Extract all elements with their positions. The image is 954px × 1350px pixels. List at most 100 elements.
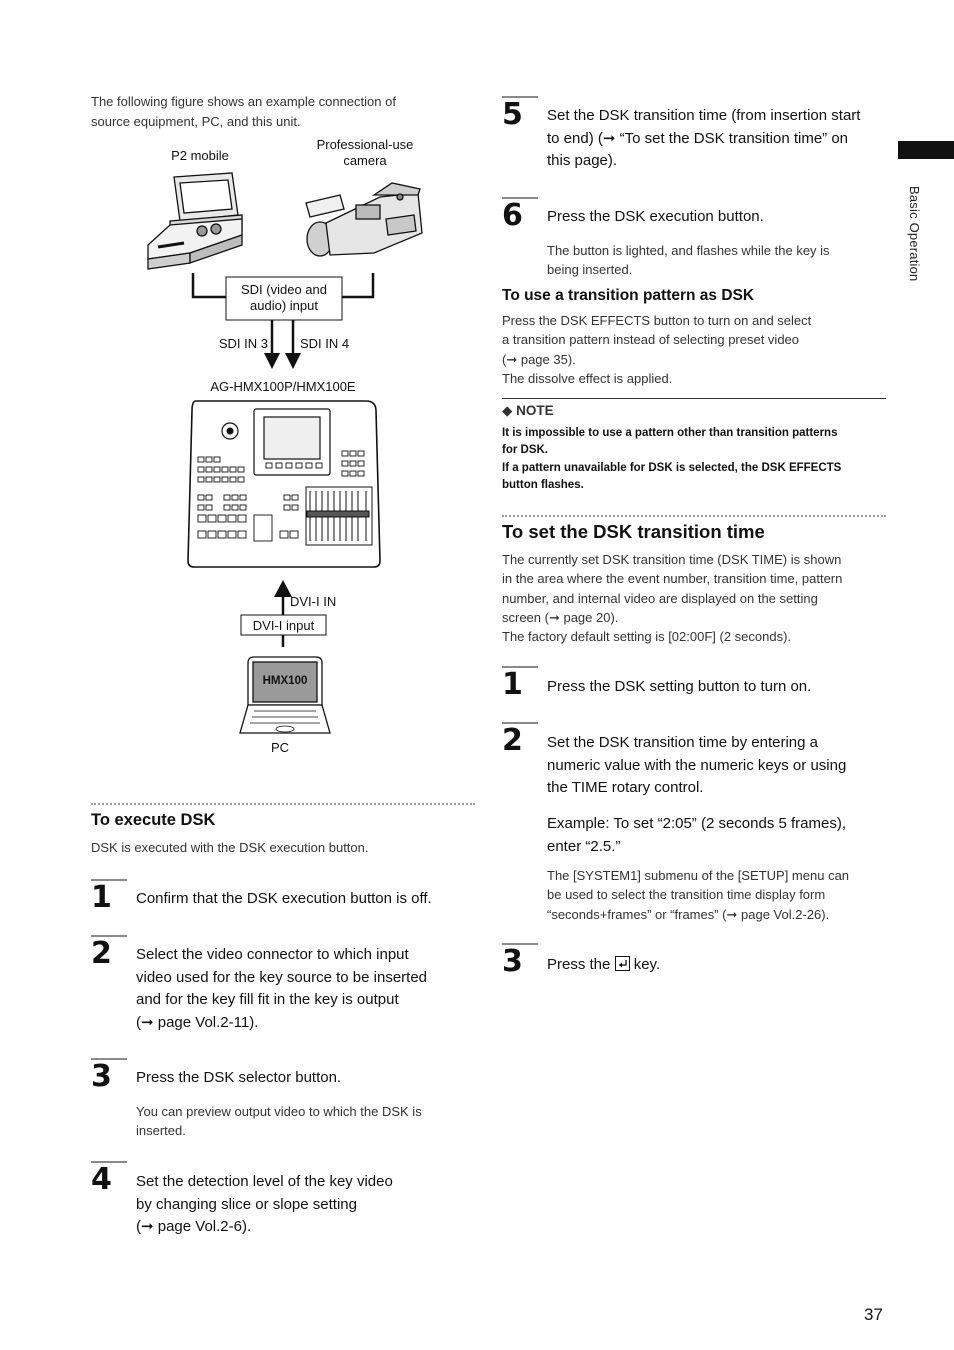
step-example: Example: To set “2:05” (2 seconds 5 fram… xyxy=(547,813,892,858)
step-note-line: be used to select the transition time di… xyxy=(547,887,826,903)
example-line: enter “2.5.” xyxy=(547,837,621,855)
step-line: video used for the key source to be inse… xyxy=(136,968,428,986)
unit-button-grid xyxy=(197,450,365,542)
note-line: for DSK. xyxy=(502,444,548,457)
step-number: 1 xyxy=(91,880,112,915)
intro-line: The following figure shows an example co… xyxy=(91,94,396,109)
sdi-box-label: SDI (video and audio) input xyxy=(226,282,342,314)
step-text: Press the DSK setting button to turn on. xyxy=(547,676,892,699)
intro-line: source equipment, PC, and this unit. xyxy=(91,114,301,129)
step-note-line: The button is lighted, and flashes while… xyxy=(547,243,830,258)
step-number: 3 xyxy=(91,1059,112,1094)
step-line: Set the DSK transition time (from insert… xyxy=(547,107,861,124)
enter-key-icon xyxy=(614,956,630,971)
step-rule xyxy=(502,197,538,199)
note-title: ◆ NOTE xyxy=(502,403,554,418)
step-rule xyxy=(502,666,538,668)
note-paragraph: It is impossible to use a pattern other … xyxy=(502,425,887,494)
transition-line: The factory default setting is [02:00F] … xyxy=(502,629,792,645)
sdi-connection-lines xyxy=(191,273,375,355)
step-line: Press the DSK setting button to turn on. xyxy=(547,678,812,695)
step-text-before: Press the xyxy=(547,956,611,973)
sdi-in4-arrow xyxy=(285,353,301,369)
section-divider xyxy=(502,515,886,517)
step-text: Press the DSK execution button. xyxy=(547,206,892,229)
step-line: and for the key fill fit in the key is o… xyxy=(136,991,399,1008)
step-note-line: You can preview output video to which th… xyxy=(136,1104,422,1119)
note-rule xyxy=(502,398,886,399)
sdi-box-line: SDI (video and xyxy=(241,282,327,297)
step-text: Set the DSK transition time (from insert… xyxy=(547,105,892,173)
sdi-in4-label: SDI IN 4 xyxy=(300,336,350,351)
page-number: 37 xyxy=(864,1305,883,1324)
pattern-line: (➞ page 35). xyxy=(502,351,576,367)
pattern-line: a transition pattern instead of selectin… xyxy=(502,332,800,348)
transition-line: The currently set DSK transition time (D… xyxy=(502,552,842,567)
example-line: Example: To set “2:05” (2 seconds 5 fram… xyxy=(547,815,847,832)
unit-model-label: AG-HMX100P/HMX100E xyxy=(210,379,356,394)
step-rule xyxy=(91,935,127,937)
section-divider xyxy=(91,803,475,805)
step-number: 2 xyxy=(91,936,112,971)
step-line: Press the DSK execution button. xyxy=(547,208,764,225)
transition-paragraph: The currently set DSK transition time (D… xyxy=(502,550,887,646)
step-rule xyxy=(502,943,538,945)
pc-screen-label: HMX100 xyxy=(262,675,308,687)
step-text: Press the key. xyxy=(547,954,892,977)
step-rule xyxy=(502,96,538,98)
step-line: (➞ page Vol.2-11). xyxy=(136,1013,259,1031)
step-number: 4 xyxy=(91,1162,112,1197)
pc-label: PC xyxy=(270,740,290,755)
step-line: this page). xyxy=(547,152,618,169)
step-text-after: key. xyxy=(633,956,661,973)
step-number: 3 xyxy=(502,944,523,979)
step-text: Select the video connector to which inpu… xyxy=(136,944,476,1034)
pc-laptop-illustration xyxy=(239,656,331,734)
step-note-line: “seconds+frames” or “frames” (➞ page Vol… xyxy=(547,906,830,922)
step-number: 6 xyxy=(502,198,523,233)
note-line: If a pattern unavailable for DSK is sele… xyxy=(502,461,842,474)
camera-illustration xyxy=(305,182,423,257)
transition-heading: To set the DSK transition time xyxy=(502,521,765,542)
dvi-in-label: DVI-I IN xyxy=(290,594,337,609)
step-line: Set the DSK transition time by entering … xyxy=(547,734,818,751)
step-line: Confirm that the DSK execution button is… xyxy=(136,890,432,907)
step-text: Set the DSK transition time by entering … xyxy=(547,732,892,800)
step-line: to end) (➞ “To set the DSK transition ti… xyxy=(547,129,849,147)
sdi-in3-label: SDI IN 3 xyxy=(218,336,268,351)
p2-mobile-illustration xyxy=(147,172,243,270)
execute-heading: To execute DSK xyxy=(91,811,216,829)
step-line: Press the DSK selector button. xyxy=(136,1069,342,1086)
execute-description: DSK is executed with the DSK execution b… xyxy=(91,840,369,855)
intro-paragraph: The following figure shows an example co… xyxy=(91,92,461,132)
step-note-line: inserted. xyxy=(136,1123,186,1139)
transition-line: in the area where the event number, tran… xyxy=(502,571,843,587)
pattern-paragraph: Press the DSK EFFECTS button to turn on … xyxy=(502,311,887,388)
connection-diagram xyxy=(147,172,423,734)
step-rule xyxy=(502,722,538,724)
step-text: Set the detection level of the key video… xyxy=(136,1171,476,1239)
step-line: numeric value with the numeric keys or u… xyxy=(547,756,847,774)
step-note-line: being inserted. xyxy=(547,262,633,278)
step-number: 5 xyxy=(502,97,523,132)
step-line: Select the video connector to which inpu… xyxy=(136,946,409,963)
sdi-box-line: audio) input xyxy=(250,298,318,313)
note-line: It is impossible to use a pattern other … xyxy=(502,427,838,439)
step-rule xyxy=(91,1058,127,1060)
step-rule xyxy=(91,879,127,881)
section-tab-marker xyxy=(898,141,954,159)
step-note: The [SYSTEM1] submenu of the [SETUP] men… xyxy=(547,866,892,924)
side-section-label: Basic Operation xyxy=(907,186,922,282)
sdi-in3-arrow xyxy=(264,353,280,369)
camera-label-line: camera xyxy=(343,153,387,168)
pattern-line: The dissolve effect is applied. xyxy=(502,370,673,386)
camera-label: Professional-use camera xyxy=(298,137,432,169)
step-rule xyxy=(91,1161,127,1163)
dvi-input-label: DVI-I input xyxy=(252,618,315,633)
unit-faders xyxy=(305,486,373,546)
pattern-heading: To use a transition pattern as DSK xyxy=(502,287,755,304)
step-line: the TIME rotary control. xyxy=(547,779,704,796)
step-number: 2 xyxy=(502,723,523,758)
transition-line: screen (➞ page 20). xyxy=(502,609,619,625)
step-line: (➞ page Vol.2-6). xyxy=(136,1218,252,1235)
